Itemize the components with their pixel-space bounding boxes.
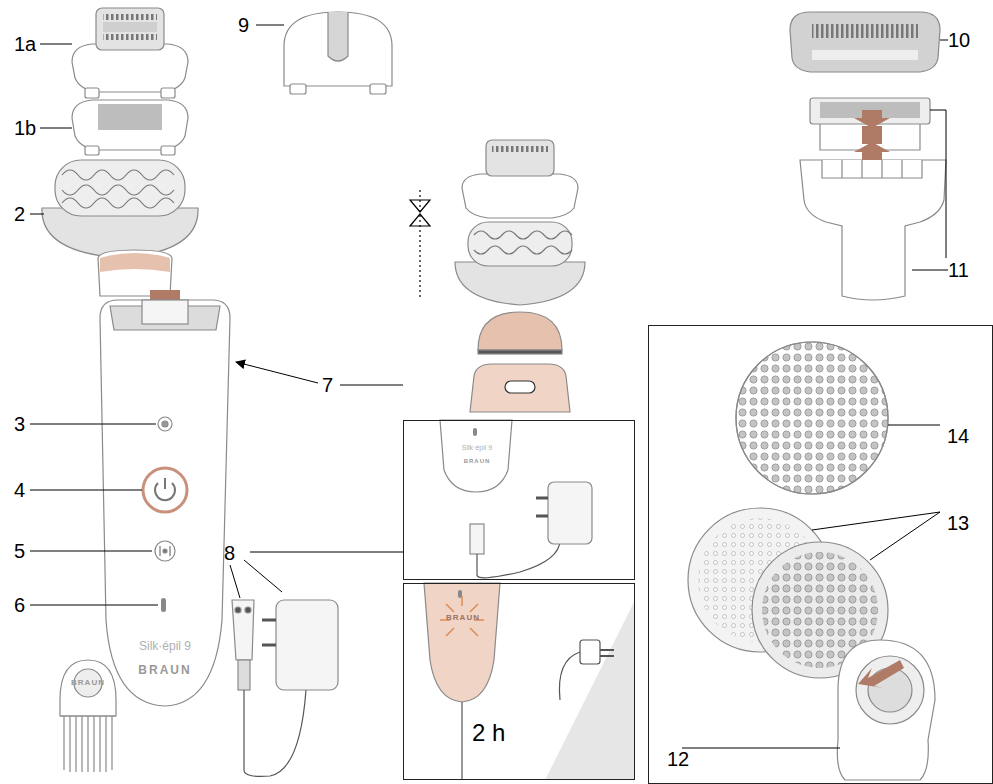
callout-number: 8 bbox=[224, 543, 235, 563]
callout-number: 2 bbox=[14, 204, 25, 224]
brand-text: BRAUN bbox=[138, 664, 191, 676]
callout-number: 3 bbox=[14, 414, 25, 434]
callout-number: 1b bbox=[14, 118, 36, 138]
panel-text: Silk·épil 9 bbox=[462, 444, 492, 451]
callout-number: 5 bbox=[14, 541, 25, 561]
callout-number: 13 bbox=[947, 513, 969, 533]
illustration-panel: Silk·épil 9 BRAUN bbox=[403, 420, 635, 580]
illustration-panel: BRAUN 2 h bbox=[403, 583, 635, 780]
callout-number: 14 bbox=[947, 426, 969, 446]
callout-number: 9 bbox=[238, 15, 249, 35]
panel-text: BRAUN bbox=[464, 458, 491, 464]
callout-number: 10 bbox=[948, 30, 970, 50]
brand-text: Silk·épil 9 bbox=[139, 640, 191, 652]
callout-number: 1a bbox=[14, 34, 36, 54]
callout-number: 11 bbox=[948, 260, 969, 280]
panel-text: BRAUN bbox=[446, 614, 480, 622]
illustration-panel: 14 13 12 bbox=[648, 325, 993, 784]
callout-number: 4 bbox=[14, 480, 25, 500]
callout-number: 2 h bbox=[472, 721, 505, 745]
callout-number: 12 bbox=[667, 749, 689, 769]
brand-text: BRAUN bbox=[71, 679, 105, 687]
callout-number: 7 bbox=[322, 375, 333, 395]
callout-number: 6 bbox=[14, 595, 25, 615]
